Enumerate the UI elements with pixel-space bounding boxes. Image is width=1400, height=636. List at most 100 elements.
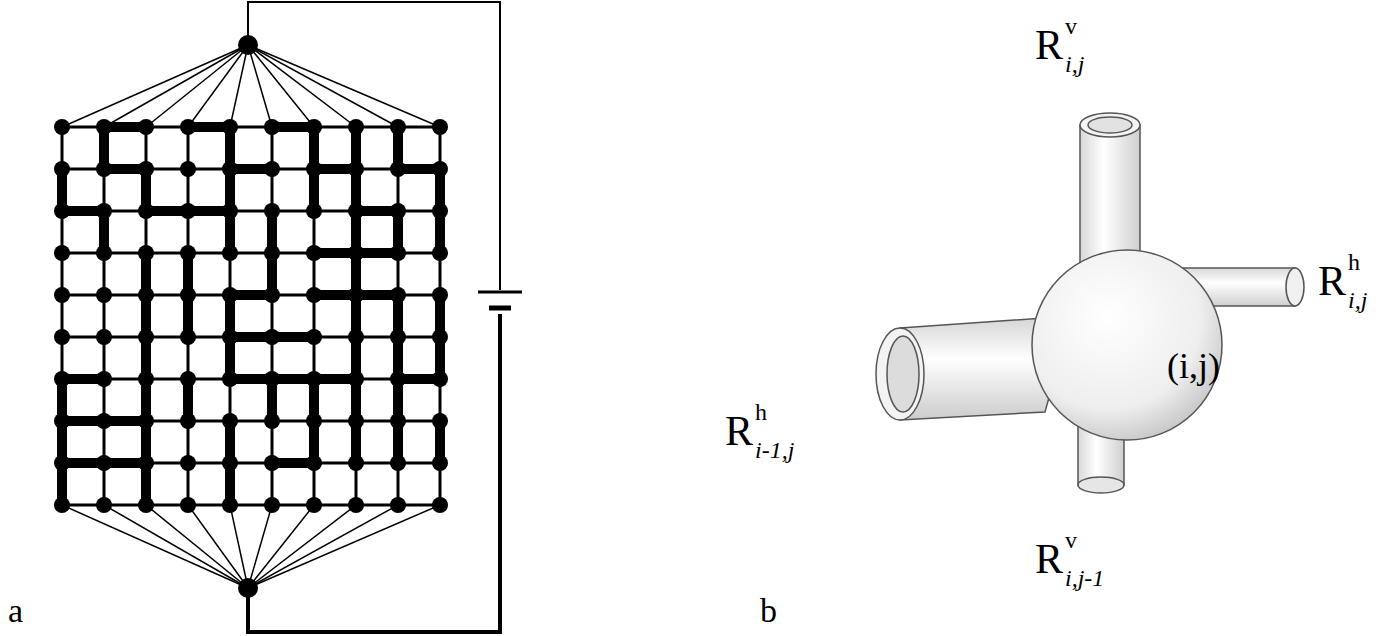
lattice-node bbox=[180, 161, 196, 177]
lead-wire bbox=[248, 45, 314, 127]
lead-wire bbox=[104, 505, 248, 588]
lattice-node bbox=[264, 455, 280, 471]
lattice-node bbox=[222, 455, 238, 471]
lattice-node bbox=[264, 287, 280, 303]
lattice-node bbox=[306, 161, 322, 177]
lattice-node bbox=[96, 119, 112, 135]
subscript: i,j bbox=[1348, 288, 1367, 312]
lead-wire bbox=[188, 45, 248, 127]
lattice-node bbox=[390, 455, 406, 471]
lattice-node bbox=[348, 161, 364, 177]
lattice-node bbox=[390, 497, 406, 513]
lattice-node bbox=[432, 413, 448, 429]
lattice-node bbox=[222, 203, 238, 219]
lattice-node bbox=[264, 161, 280, 177]
lattice-node bbox=[432, 245, 448, 261]
lattice-node bbox=[54, 161, 70, 177]
lead-wire bbox=[248, 505, 356, 588]
lattice-node bbox=[138, 203, 154, 219]
lattice-node bbox=[138, 371, 154, 387]
lattice-node bbox=[96, 203, 112, 219]
lattice-node bbox=[180, 497, 196, 513]
lattice-node bbox=[390, 161, 406, 177]
lattice-node bbox=[54, 287, 70, 303]
lattice-node bbox=[348, 497, 364, 513]
lead-wire bbox=[248, 45, 272, 127]
lattice-node bbox=[222, 119, 238, 135]
superscript: v bbox=[1065, 528, 1104, 552]
lattice-node bbox=[96, 287, 112, 303]
lead-wire bbox=[62, 505, 248, 588]
lattice-node bbox=[96, 371, 112, 387]
lattice-node bbox=[348, 455, 364, 471]
lattice-node bbox=[54, 371, 70, 387]
lattice-node bbox=[390, 329, 406, 345]
lattice-node bbox=[180, 245, 196, 261]
lead-wire bbox=[188, 505, 248, 588]
panel-label: a bbox=[8, 594, 23, 628]
lead-wire bbox=[146, 45, 248, 127]
lattice-node bbox=[264, 371, 280, 387]
lattice-node bbox=[54, 497, 70, 513]
resistance-label: Rvi,j bbox=[1035, 14, 1084, 76]
lattice-node bbox=[138, 455, 154, 471]
lattice-node bbox=[96, 497, 112, 513]
lattice-node bbox=[264, 497, 280, 513]
lattice-node bbox=[96, 245, 112, 261]
lattice-node bbox=[306, 329, 322, 345]
lattice-node bbox=[264, 203, 280, 219]
lattice-node bbox=[54, 203, 70, 219]
lead-wire bbox=[230, 505, 248, 588]
lattice-node bbox=[222, 287, 238, 303]
lattice-node bbox=[390, 203, 406, 219]
lattice-node bbox=[390, 245, 406, 261]
superscript: h bbox=[1348, 250, 1367, 274]
resistance-label: Rh i,j bbox=[1318, 250, 1367, 312]
lattice-node bbox=[306, 455, 322, 471]
lattice-node bbox=[348, 329, 364, 345]
lattice-node bbox=[180, 413, 196, 429]
lead-wire bbox=[248, 505, 440, 588]
lattice-node bbox=[138, 329, 154, 345]
lattice-node bbox=[180, 455, 196, 471]
lattice-node bbox=[306, 287, 322, 303]
lattice-node bbox=[138, 119, 154, 135]
resistance-symbol: R bbox=[1035, 538, 1063, 580]
battery-symbol bbox=[478, 291, 522, 294]
subscript: i,j-1 bbox=[1065, 566, 1104, 590]
lattice-node bbox=[180, 287, 196, 303]
lattice-node bbox=[432, 329, 448, 345]
lattice-node bbox=[138, 287, 154, 303]
lattice-node bbox=[180, 329, 196, 345]
lattice-node bbox=[264, 413, 280, 429]
lattice-node bbox=[432, 203, 448, 219]
lattice-node bbox=[306, 371, 322, 387]
lead-wire bbox=[248, 505, 314, 588]
lattice-node bbox=[390, 119, 406, 135]
lattice-node bbox=[96, 413, 112, 429]
lattice-node bbox=[180, 203, 196, 219]
sphere-outline bbox=[1030, 248, 1224, 442]
lattice-node bbox=[222, 161, 238, 177]
lattice-node bbox=[96, 161, 112, 177]
lattice-node bbox=[432, 119, 448, 135]
subscript: i-1,j bbox=[755, 438, 794, 462]
lattice-node bbox=[96, 455, 112, 471]
lattice-node bbox=[390, 287, 406, 303]
lead-wire bbox=[248, 45, 398, 127]
superscript: h bbox=[755, 400, 794, 424]
lattice-node bbox=[264, 245, 280, 261]
lattice-node bbox=[390, 413, 406, 429]
lead-wire bbox=[248, 45, 356, 127]
resistance-symbol: R bbox=[725, 410, 753, 452]
lattice-node bbox=[306, 245, 322, 261]
lattice-node bbox=[54, 245, 70, 261]
wire bbox=[248, 314, 500, 632]
lattice-node bbox=[180, 371, 196, 387]
lattice-node bbox=[138, 497, 154, 513]
resistance-symbol: R bbox=[1318, 260, 1346, 302]
subscript: i,j bbox=[1065, 52, 1084, 76]
resistance-symbol: R bbox=[1035, 24, 1063, 66]
lattice-node bbox=[222, 497, 238, 513]
lattice-node bbox=[348, 119, 364, 135]
